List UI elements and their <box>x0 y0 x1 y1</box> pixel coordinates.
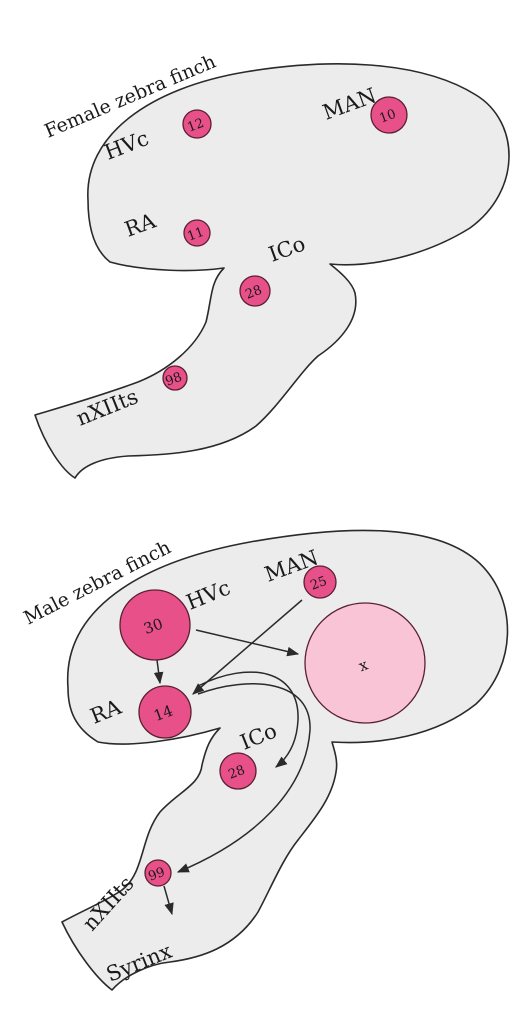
male-hvc-count: 30 <box>141 615 165 638</box>
female-ico-count: 28 <box>243 283 264 303</box>
arrow-ra-to-nxiits <box>176 683 311 873</box>
male-nxiits-nucleus <box>144 859 172 887</box>
arrow-hvc-to-ra <box>153 659 164 685</box>
male-ico-count: 28 <box>226 763 247 783</box>
female-nxiits-nucleus <box>162 365 188 391</box>
male-man-count: 25 <box>308 574 329 594</box>
male-ra-count: 14 <box>151 702 175 725</box>
male-ra-nucleus <box>138 685 192 739</box>
male-man-nucleus <box>303 565 337 599</box>
male-area-x-nucleus <box>304 602 426 724</box>
female-panel: Female zebra finch HVc 12 MAN 10 RA 11 I… <box>34 51 510 479</box>
female-man-nucleus <box>370 96 408 134</box>
female-ico-nucleus <box>239 275 271 307</box>
female-man-count: 10 <box>377 107 398 127</box>
arrow-hvc-to-x <box>195 629 300 657</box>
male-hvc-nucleus <box>119 589 191 661</box>
female-ra-count: 11 <box>185 225 206 245</box>
arrow-man-to-ra <box>192 599 303 695</box>
arrow-nxiits-to-syrinx <box>163 885 174 916</box>
male-ico-nucleus <box>219 752 257 790</box>
male-brain-outline <box>61 529 509 991</box>
male-panel: Male zebra finch 30 HVc MAN 25 x RA <box>20 529 509 991</box>
female-hvc-nucleus <box>182 109 212 139</box>
female-hvc-count: 12 <box>185 116 206 136</box>
female-nxiits-count: 98 <box>163 370 184 390</box>
male-nxiits-count: 99 <box>146 865 167 885</box>
male-connections <box>153 599 311 916</box>
female-ra-nucleus <box>183 219 211 247</box>
arrow-ra-to-ico <box>197 671 299 768</box>
male-area-x: x <box>304 602 426 724</box>
female-brain-outline <box>34 63 510 479</box>
